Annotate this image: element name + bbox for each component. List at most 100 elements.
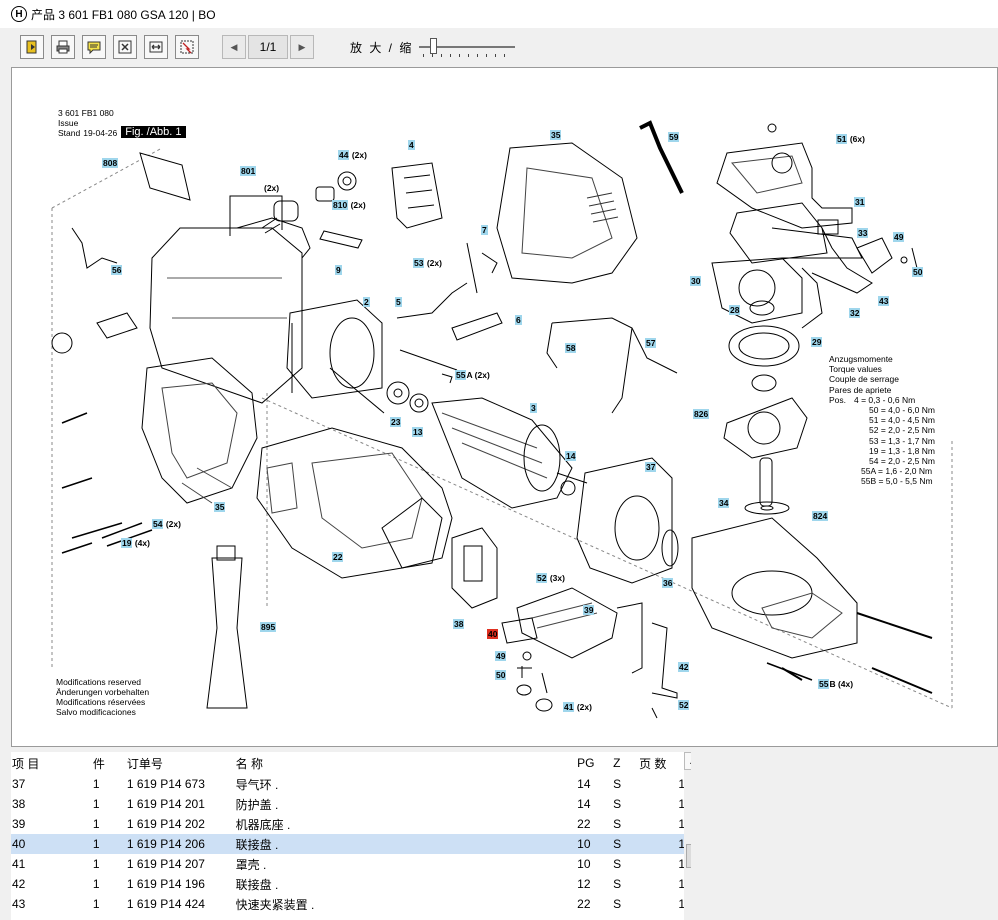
- callout[interactable]: 22: [332, 552, 344, 562]
- callout[interactable]: 13: [412, 427, 424, 437]
- callout[interactable]: 54 (2x): [152, 519, 181, 529]
- callout[interactable]: 55A (2x): [455, 370, 490, 380]
- callout[interactable]: 29: [811, 337, 823, 347]
- issue-label: Issue: [58, 118, 79, 128]
- callout[interactable]: 5: [395, 297, 402, 307]
- callout[interactable]: 50: [912, 267, 924, 277]
- callout[interactable]: (2x): [264, 183, 280, 193]
- callout[interactable]: 37: [645, 462, 657, 472]
- select-zoom-icon: [180, 40, 194, 54]
- print-button[interactable]: [51, 35, 75, 59]
- callout[interactable]: 31: [854, 197, 866, 207]
- comment-button[interactable]: [82, 35, 106, 59]
- callout[interactable]: 2: [363, 297, 370, 307]
- next-page-button[interactable]: ▶: [290, 35, 314, 59]
- zoom-slider[interactable]: [419, 35, 516, 59]
- cell-order-no: 1 619 P14 201: [126, 797, 205, 811]
- callout[interactable]: 810 (2x): [332, 200, 366, 210]
- callout[interactable]: 33: [857, 228, 869, 238]
- callout[interactable]: 57: [645, 338, 657, 348]
- callout[interactable]: 30: [690, 276, 702, 286]
- next-page-icon: ▶: [298, 41, 306, 52]
- cell-name: 联接盘 .: [235, 877, 279, 892]
- callout[interactable]: 43: [878, 296, 890, 306]
- callout[interactable]: 4: [408, 140, 415, 150]
- callout[interactable]: 44 (2x): [338, 150, 367, 160]
- callout[interactable]: 52 (3x): [536, 573, 565, 583]
- mod-note-es: Salvo modificaciones: [56, 707, 136, 717]
- callout[interactable]: 6: [515, 315, 522, 325]
- cell-item: 41: [12, 857, 26, 871]
- callout[interactable]: 58: [565, 343, 577, 353]
- cell-order-no: 1 619 P14 207: [126, 857, 205, 871]
- callout[interactable]: 808: [102, 158, 119, 168]
- col-header-item[interactable]: 项 目: [12, 756, 40, 771]
- callout[interactable]: 9: [335, 265, 342, 275]
- fit-page-button[interactable]: [113, 35, 137, 59]
- exploded-drawing-view[interactable]: 3 601 FB1 080 Issue Stand 19-04-26 Fig. …: [11, 67, 998, 747]
- zoom-slider-thumb[interactable]: [430, 38, 438, 54]
- callout[interactable]: 36: [662, 578, 674, 588]
- cell-name: 罩壳 .: [235, 857, 267, 872]
- scrollbar-thumb[interactable]: [686, 844, 691, 868]
- callout-selected[interactable]: 40: [487, 629, 499, 639]
- col-header-pg[interactable]: PG: [577, 756, 595, 770]
- col-header-z[interactable]: Z: [613, 756, 621, 770]
- callout[interactable]: 32: [849, 308, 861, 318]
- cell-pages: 1: [678, 837, 686, 851]
- torque-title-es: Pares de apriete: [829, 384, 892, 395]
- fit-width-button[interactable]: [144, 35, 168, 59]
- callout[interactable]: 824: [812, 511, 829, 521]
- callout[interactable]: 3: [530, 403, 537, 413]
- exit-button[interactable]: [20, 35, 44, 59]
- callout[interactable]: 801: [240, 166, 257, 176]
- callout[interactable]: 28: [729, 305, 741, 315]
- callout[interactable]: 19 (4x): [121, 538, 150, 548]
- callout[interactable]: 49: [893, 232, 905, 242]
- callout[interactable]: 59: [668, 132, 680, 142]
- callout[interactable]: 39: [583, 605, 595, 615]
- callout[interactable]: 826: [693, 409, 710, 419]
- col-header-pages[interactable]: 页 数: [639, 756, 667, 771]
- table-scrollbar[interactable]: ▲: [684, 752, 691, 920]
- cell-z: S: [613, 777, 622, 791]
- scroll-up-button[interactable]: ▲: [684, 752, 691, 770]
- cell-qty: 1: [92, 777, 100, 791]
- cell-name: 防护盖 .: [235, 797, 279, 812]
- cell-qty: 1: [92, 797, 100, 811]
- callout[interactable]: 14: [565, 451, 577, 461]
- col-header-qty[interactable]: 件: [92, 756, 105, 771]
- callout[interactable]: 23: [390, 417, 402, 427]
- callout[interactable]: 49: [495, 651, 507, 661]
- prev-page-button[interactable]: ◀: [222, 35, 246, 59]
- callout[interactable]: 38: [453, 619, 465, 629]
- fit-page-icon: [118, 40, 132, 54]
- callout[interactable]: 35: [550, 130, 562, 140]
- zoom-label: 放 大 / 缩: [350, 40, 414, 55]
- callout[interactable]: 55B (4x): [818, 679, 854, 689]
- callout[interactable]: 35: [214, 502, 226, 512]
- callout[interactable]: 56: [111, 265, 123, 275]
- col-header-order-no[interactable]: 订单号: [126, 756, 163, 771]
- select-zoom-button[interactable]: [175, 35, 199, 59]
- callout[interactable]: 34: [718, 498, 730, 508]
- callout[interactable]: 53 (2x): [413, 258, 442, 268]
- callout[interactable]: 41 (2x): [563, 702, 592, 712]
- callout[interactable]: 50: [495, 670, 507, 680]
- callout[interactable]: 42: [678, 662, 690, 672]
- callout[interactable]: 895: [260, 622, 277, 632]
- col-header-name[interactable]: 名 称: [235, 756, 264, 771]
- cell-item: 42: [12, 877, 26, 891]
- cell-order-no: 1 619 P14 202: [126, 817, 205, 831]
- torque-title-de: Anzugsmomente: [829, 354, 893, 364]
- callout[interactable]: 52: [678, 700, 690, 710]
- callout[interactable]: 51 (6x): [836, 134, 865, 144]
- callout[interactable]: 7: [481, 225, 488, 235]
